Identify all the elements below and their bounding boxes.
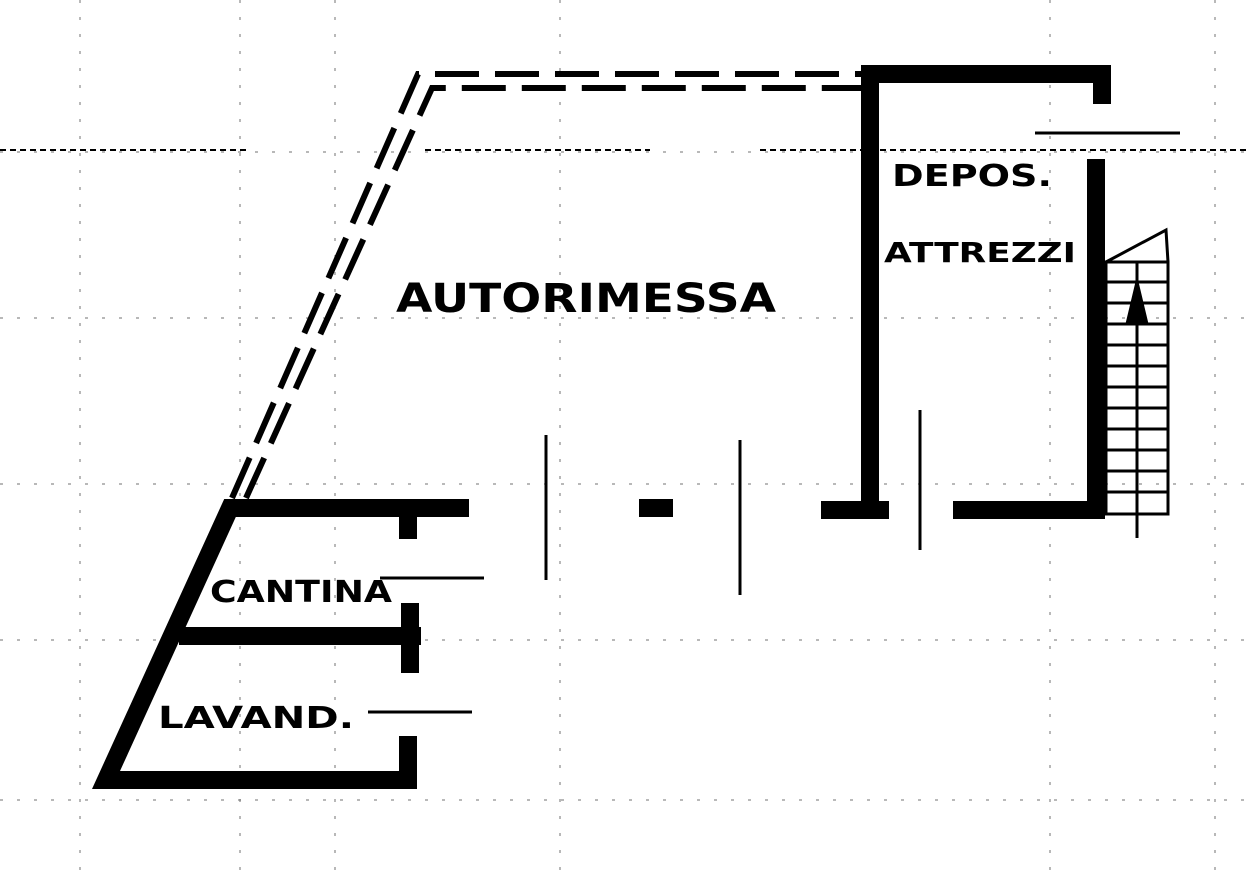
room-label-deposit: DEPOS.: [892, 159, 1052, 194]
staircase: [1104, 227, 1170, 538]
dashed-boundary: [229, 71, 862, 500]
room-label-garage: AUTORIMESSA: [396, 276, 776, 322]
stair-arrow-icon: [1125, 281, 1149, 326]
room-label-laundry: LAVAND.: [158, 701, 354, 736]
room-label-cellar: CANTINA: [210, 575, 393, 610]
room-label-tools: ATTREZZI: [884, 236, 1076, 269]
walls: [92, 65, 1111, 789]
thin-lines: [0, 131, 1248, 714]
